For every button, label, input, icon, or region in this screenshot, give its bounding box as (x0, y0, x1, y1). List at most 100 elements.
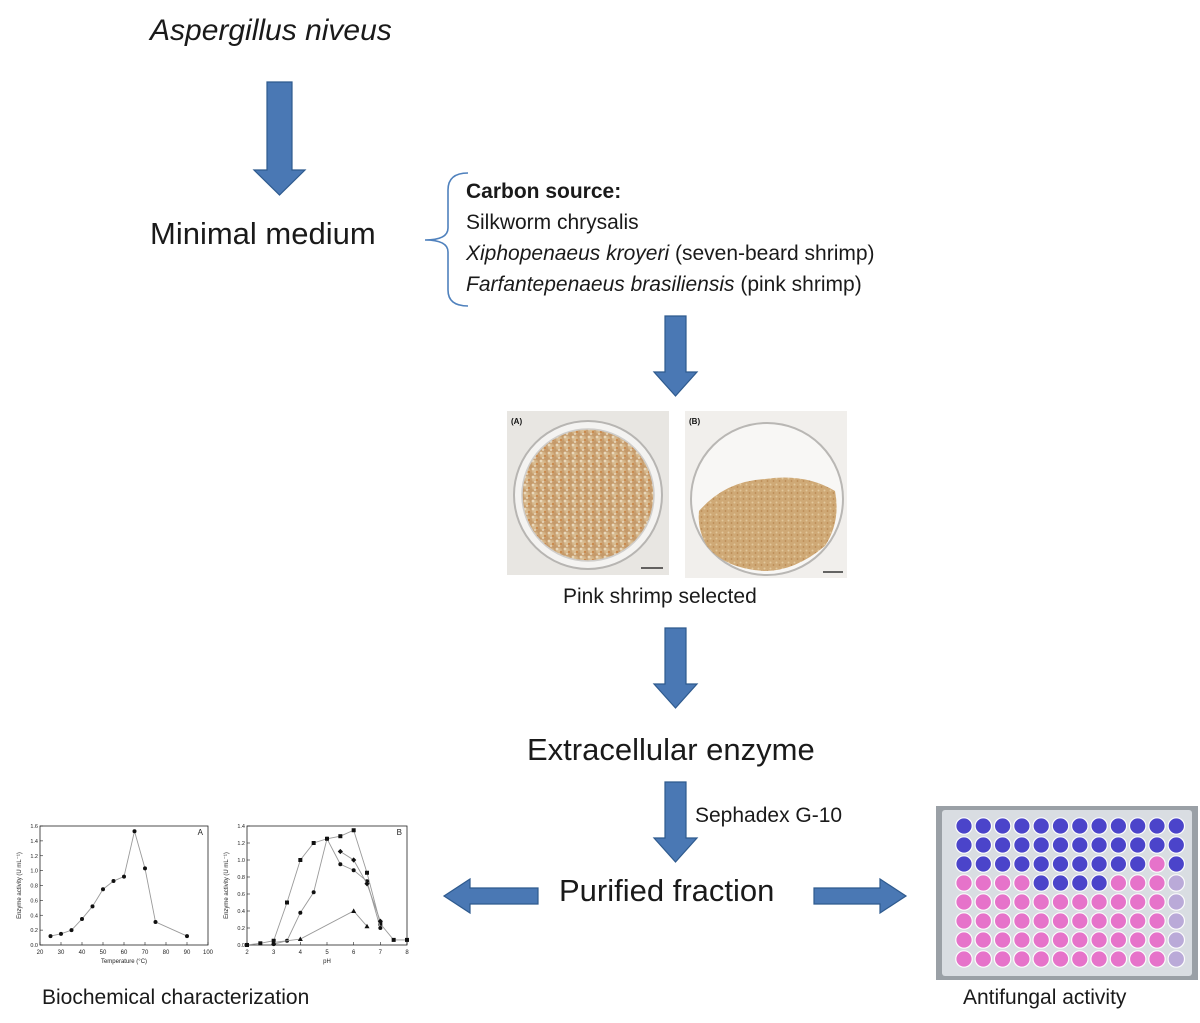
plate-well (1013, 855, 1031, 873)
plate-well (1148, 855, 1166, 873)
plate-well (1109, 950, 1128, 968)
y-tick-label: 1.4 (30, 839, 38, 845)
y-tick-label: 1.0 (237, 858, 245, 864)
arrow-down-icon (652, 627, 699, 709)
y-tick-label: 0.8 (30, 884, 38, 890)
data-point (405, 937, 409, 942)
arrow-right-icon (813, 877, 908, 915)
plate-well (1051, 950, 1070, 968)
data-point (59, 931, 63, 936)
plate-well (1090, 817, 1108, 835)
plate-well (1013, 931, 1031, 949)
petri-dish-photo-a: (A) (507, 411, 669, 575)
petri-dish-photo-b: (B) (685, 411, 847, 578)
microplate-photo (936, 806, 1198, 980)
plate-well (1032, 950, 1050, 968)
photos-caption: Pink shrimp selected (563, 585, 757, 608)
plate-well (1071, 950, 1089, 968)
arrow-left-icon (442, 877, 539, 915)
plate-well (1090, 893, 1108, 911)
y-tick-label: 0.2 (30, 928, 38, 934)
plate-well (1128, 893, 1147, 911)
x-tick-label: 5 (325, 950, 329, 956)
plate-well (993, 931, 1012, 949)
x-tick-label: 100 (203, 950, 214, 956)
species-name: Xiphopenaeus kroyeri (466, 242, 670, 265)
data-point (245, 943, 249, 947)
purification-step-label: Sephadex G-10 (695, 804, 843, 827)
common-name: (seven-beard shrimp) (669, 242, 875, 265)
carbon-source-item: Farfantepenaeus brasiliensis (pink shrim… (466, 269, 875, 300)
y-tick-label: 0.6 (237, 892, 245, 898)
y-tick-label: 0.0 (30, 943, 38, 949)
x-tick-label: 80 (163, 950, 170, 956)
plate-well (1109, 912, 1128, 930)
plate-well (1051, 836, 1070, 854)
data-point (298, 910, 303, 915)
arrow-down-icon (652, 781, 699, 863)
series-line (273, 910, 368, 943)
plate-well (974, 931, 993, 949)
plate-well (974, 893, 993, 911)
plate-well (993, 950, 1012, 968)
x-tick-label: 30 (58, 950, 65, 956)
plate-well (1109, 817, 1128, 835)
curly-brace-icon (424, 172, 469, 307)
plate-well (1032, 931, 1050, 949)
plate-well (955, 874, 973, 892)
data-point (351, 828, 356, 833)
caption-biochemical: Biochemical characterization (42, 986, 310, 1009)
plate-well (1090, 912, 1108, 930)
y-axis-label: Enzyme activity (U mL⁻¹) (17, 852, 23, 919)
data-point (391, 937, 396, 942)
plate-well (1128, 855, 1147, 873)
series-line (273, 837, 381, 945)
plate-well (1071, 912, 1089, 930)
x-tick-label: 70 (142, 950, 149, 956)
plate-well (1128, 817, 1147, 835)
data-point (378, 926, 383, 930)
y-tick-label: 0.0 (237, 943, 245, 949)
plate-well (1128, 912, 1147, 930)
plate-well (1090, 855, 1108, 873)
plate-well (1167, 931, 1186, 949)
x-tick-label: 50 (100, 950, 107, 956)
data-point (285, 900, 289, 905)
plate-well (1128, 950, 1147, 968)
node-extracellular-enzyme: Extracellular enzyme (527, 732, 815, 767)
y-tick-label: 1.6 (30, 824, 38, 830)
panel-label: A (198, 828, 204, 837)
x-tick-label: 3 (272, 950, 276, 956)
arrow-down-icon (652, 315, 699, 397)
plate-well (1109, 893, 1128, 911)
panel-label: B (397, 828, 402, 837)
data-point (69, 928, 74, 933)
data-point (90, 904, 95, 909)
plate-well (1071, 855, 1089, 873)
plate-well (1167, 893, 1186, 911)
node-purified-fraction: Purified fraction (559, 873, 775, 908)
plate-well (1013, 836, 1031, 854)
plate-well (1032, 912, 1050, 930)
plate-well (1051, 931, 1070, 949)
organism-title: Aspergillus niveus (150, 14, 392, 47)
photo-label-b: (B) (689, 417, 700, 426)
data-point (80, 916, 84, 921)
plate-well (1013, 817, 1031, 835)
arrow-down-icon (252, 81, 307, 196)
series-line (246, 829, 407, 946)
plate-well (1148, 893, 1166, 911)
plate-well (993, 855, 1012, 873)
data-point (351, 868, 356, 873)
data-point (132, 829, 137, 834)
plate-well (1167, 836, 1186, 854)
y-tick-label: 1.0 (30, 869, 38, 875)
plate-well (974, 950, 993, 968)
data-point (351, 908, 357, 913)
data-point (111, 879, 116, 884)
plate-well (955, 893, 973, 911)
plate-well (1167, 817, 1186, 835)
data-point (122, 874, 126, 879)
plate-well (1109, 836, 1128, 854)
